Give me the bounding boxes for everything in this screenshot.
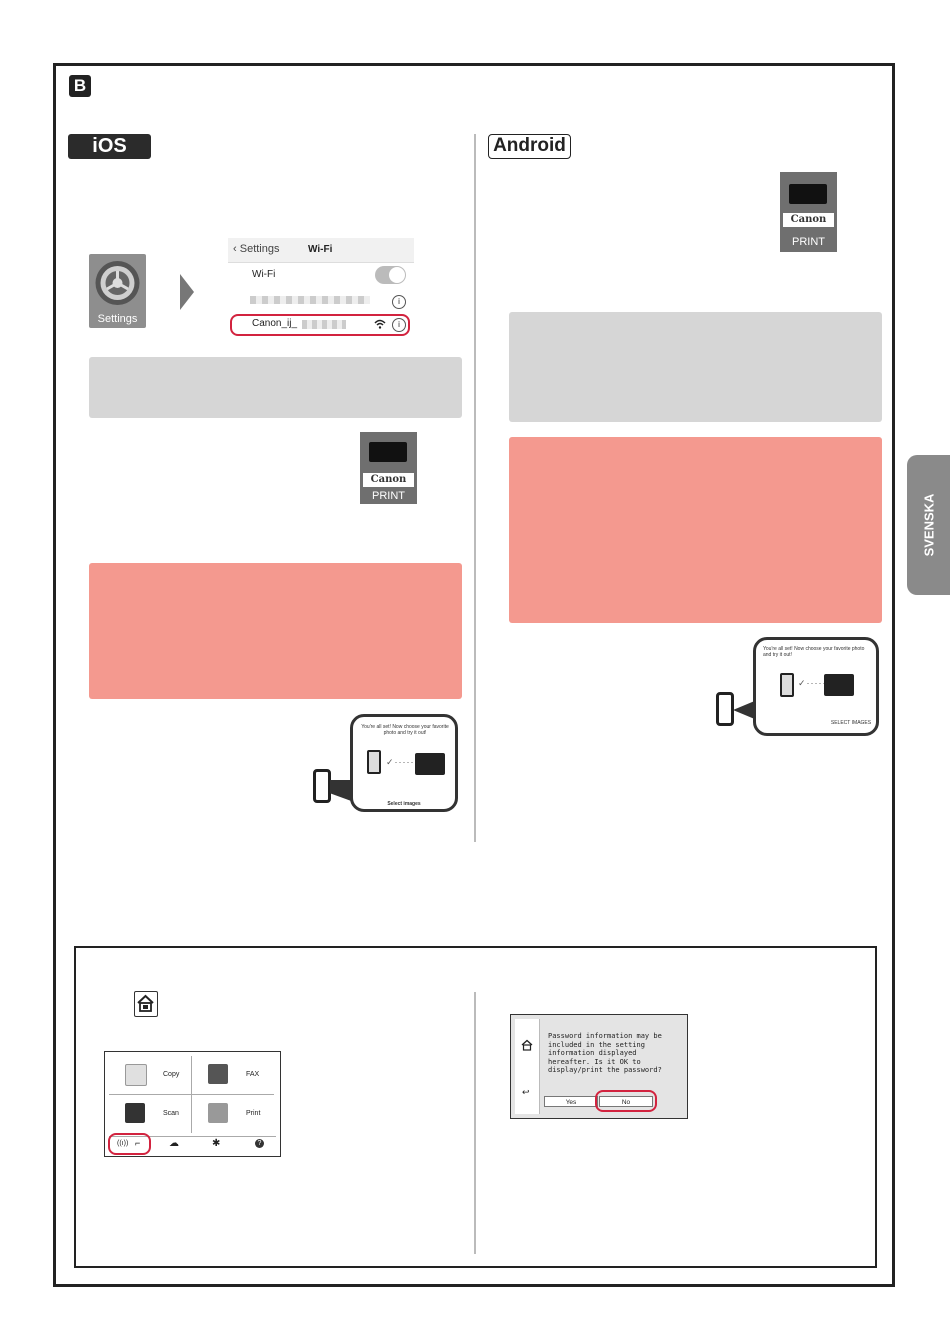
setup-icon[interactable]: ⌐ [135,1138,141,1148]
wifi-toggle[interactable] [375,266,406,284]
cloud-icon[interactable]: ☁ [169,1138,179,1149]
next-arrow-icon [180,274,194,310]
mini-printer-icon [415,753,445,775]
home-icon[interactable] [521,1039,533,1051]
gear-icon [95,261,140,305]
app-brand: Canon [783,213,834,227]
mini-phone-icon [367,750,381,774]
android-app-screen-callout: You're all set! Now choose your favorite… [753,637,879,736]
ios-tag: iOS [68,134,151,159]
menu-scan[interactable]: Scan [109,1095,192,1133]
language-tab-label: SVENSKA [921,493,936,557]
smartphone-icon [716,692,734,726]
menu-copy[interactable]: Copy [109,1056,192,1095]
wifi-row-label: Wi-Fi [252,269,276,280]
column-divider [474,134,476,842]
select-images-label[interactable]: SELECT IMAGES [830,720,872,726]
printer-icon [369,442,407,462]
note-box-gray [89,357,462,418]
ios-app-screen-callout: You're all set! Now choose your favorite… [350,714,458,812]
no-button-highlight [595,1090,657,1112]
fax-icon [208,1064,228,1084]
password-dialog-message: Password information may be included in … [548,1032,662,1074]
wifi-settings-screen: ‹ Settings Wi-Fi Wi-Fi i Canon_ij_ i [228,238,414,344]
back-icon[interactable]: ↩ [522,1087,530,1097]
canon-print-app-icon[interactable]: Canon PRINT [780,172,837,252]
callout-message: You're all set! Now choose your favorite… [361,724,449,736]
home-button-icon[interactable] [134,991,158,1017]
app-label: PRINT [792,236,825,248]
menu-fax[interactable]: FAX [192,1056,274,1095]
menu-print-label: Print [246,1110,261,1117]
wifi-title: Wi-Fi [308,244,333,255]
settings-app-label: Settings [97,313,138,325]
canon-network-highlight[interactable] [230,314,410,336]
menu-copy-label: Copy [163,1071,180,1078]
note-box-gray [509,312,882,422]
note-box-pink [509,437,882,623]
canon-network-label: Canon_ij_ [252,318,298,329]
menu-bottom-bar: ((ı)) ⌐ ☁ ✱ ? [109,1136,276,1153]
settings-app-icon[interactable]: Settings [89,254,146,328]
page-frame [53,63,895,1287]
callout-message: You're all set! Now choose your favorite… [763,646,865,658]
copy-icon [125,1064,147,1086]
printer-icon [789,184,827,204]
menu-fax-label: FAX [246,1071,260,1078]
wifi-header: ‹ Settings Wi-Fi [228,238,414,263]
mini-phone-icon [780,673,794,697]
scan-icon [125,1103,145,1123]
wireless-highlight [108,1133,151,1155]
network-suffix-obscured [302,320,346,329]
home-icon [137,994,154,1012]
printer-home-menu: Copy FAX Scan Print ((ı)) ⌐ ☁ ✱ ? [104,1051,281,1157]
printer-panel-section [74,946,877,1268]
info-icon[interactable]: i [392,318,406,332]
dialog-side-bar: ↩ [515,1019,540,1114]
no-button[interactable]: No [599,1096,653,1107]
android-tag: Android [488,134,571,159]
menu-print[interactable]: Print [192,1095,274,1133]
gear-icon[interactable]: ✱ [212,1138,221,1149]
info-icon[interactable]: i [392,295,406,309]
note-box-pink [89,563,462,699]
column-divider [474,992,476,1254]
language-tab: SVENSKA [907,455,950,595]
hidden-network-row [250,296,370,304]
wifi-signal-icon [374,319,386,329]
back-link[interactable]: ‹ Settings [233,243,280,255]
mini-printer-icon [824,674,854,696]
select-images-label[interactable]: Select images [387,801,421,807]
app-label: PRINT [372,490,405,502]
menu-scan-label: Scan [163,1110,179,1117]
app-brand: Canon [363,473,414,487]
section-badge: B [69,75,91,97]
connection-dots: ✓····· [798,678,827,688]
back-label: Settings [239,243,280,255]
yes-button[interactable]: Yes [544,1096,598,1107]
print-icon [208,1103,228,1123]
smartphone-icon [313,769,331,803]
canon-print-app-icon[interactable]: Canon PRINT [360,432,417,504]
connection-dots: ✓····· [386,757,415,767]
wireless-icon[interactable]: ((ı)) [117,1140,129,1147]
help-icon[interactable]: ? [255,1139,264,1148]
